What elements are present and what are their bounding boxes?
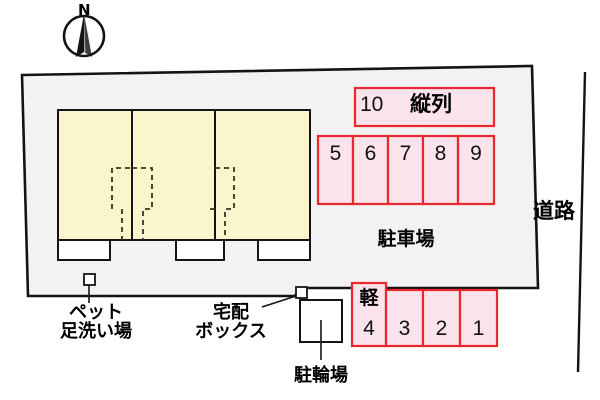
pet-wash-label-line1: ペット	[69, 302, 123, 323]
stall-1-number: 1	[472, 317, 485, 340]
stall-8-number: 8	[434, 142, 447, 165]
pet-wash-label-line2: 足洗い場	[60, 321, 132, 343]
delivery-box-label-line2: ボックス	[195, 321, 267, 343]
stall-2-number: 2	[435, 317, 448, 340]
building-block	[57, 109, 311, 241]
stall-1-box	[458, 288, 499, 348]
stall-10-number: 10	[360, 93, 384, 116]
stall-10-tandem-note: 縦列	[410, 92, 452, 116]
stall-9-number: 9	[470, 142, 482, 165]
stall-8-box	[421, 134, 460, 206]
stall-4-number: 4	[363, 317, 375, 340]
compass-needle-dark	[76, 14, 84, 57]
stall-3-number: 3	[398, 317, 411, 340]
compass-needle-highlight	[84, 16, 86, 52]
stall-10-box	[353, 86, 496, 128]
bicycle-parking-label: 駐輪場	[294, 365, 348, 386]
stall-9-box	[456, 134, 496, 206]
stall-row-upper	[316, 134, 496, 206]
road-edge-line	[576, 71, 587, 373]
stall-row-lower	[350, 281, 499, 348]
compass-rose	[62, 14, 106, 58]
delivery-box-callout: 宅配 ボックス	[171, 303, 291, 342]
stall-5-number: 5	[329, 142, 342, 165]
compass-north-label: N	[78, 1, 91, 19]
delivery-box-leader	[261, 295, 297, 308]
stall-7-number: 7	[399, 142, 412, 165]
stall-4-kei-tag: 軽	[359, 287, 379, 309]
pet-wash-marker	[83, 273, 96, 286]
stall-6-number: 6	[364, 142, 377, 165]
building-entry-3	[257, 239, 311, 261]
delivery-box-label-line1: 宅配	[213, 302, 249, 323]
parking-lot-label: 駐車場	[377, 228, 435, 250]
building-stair-dashes	[111, 167, 235, 240]
pet-wash-callout: ペット 足洗い場	[36, 303, 156, 342]
stall-2-box	[421, 288, 462, 348]
compass-needle-light	[84, 14, 92, 57]
delivery-box-marker	[295, 286, 308, 299]
building-entry-2	[175, 239, 225, 261]
building-entry-1	[57, 239, 111, 261]
bicycle-parking-callout: 駐輪場	[266, 365, 376, 386]
road-label: 道路	[533, 199, 575, 223]
